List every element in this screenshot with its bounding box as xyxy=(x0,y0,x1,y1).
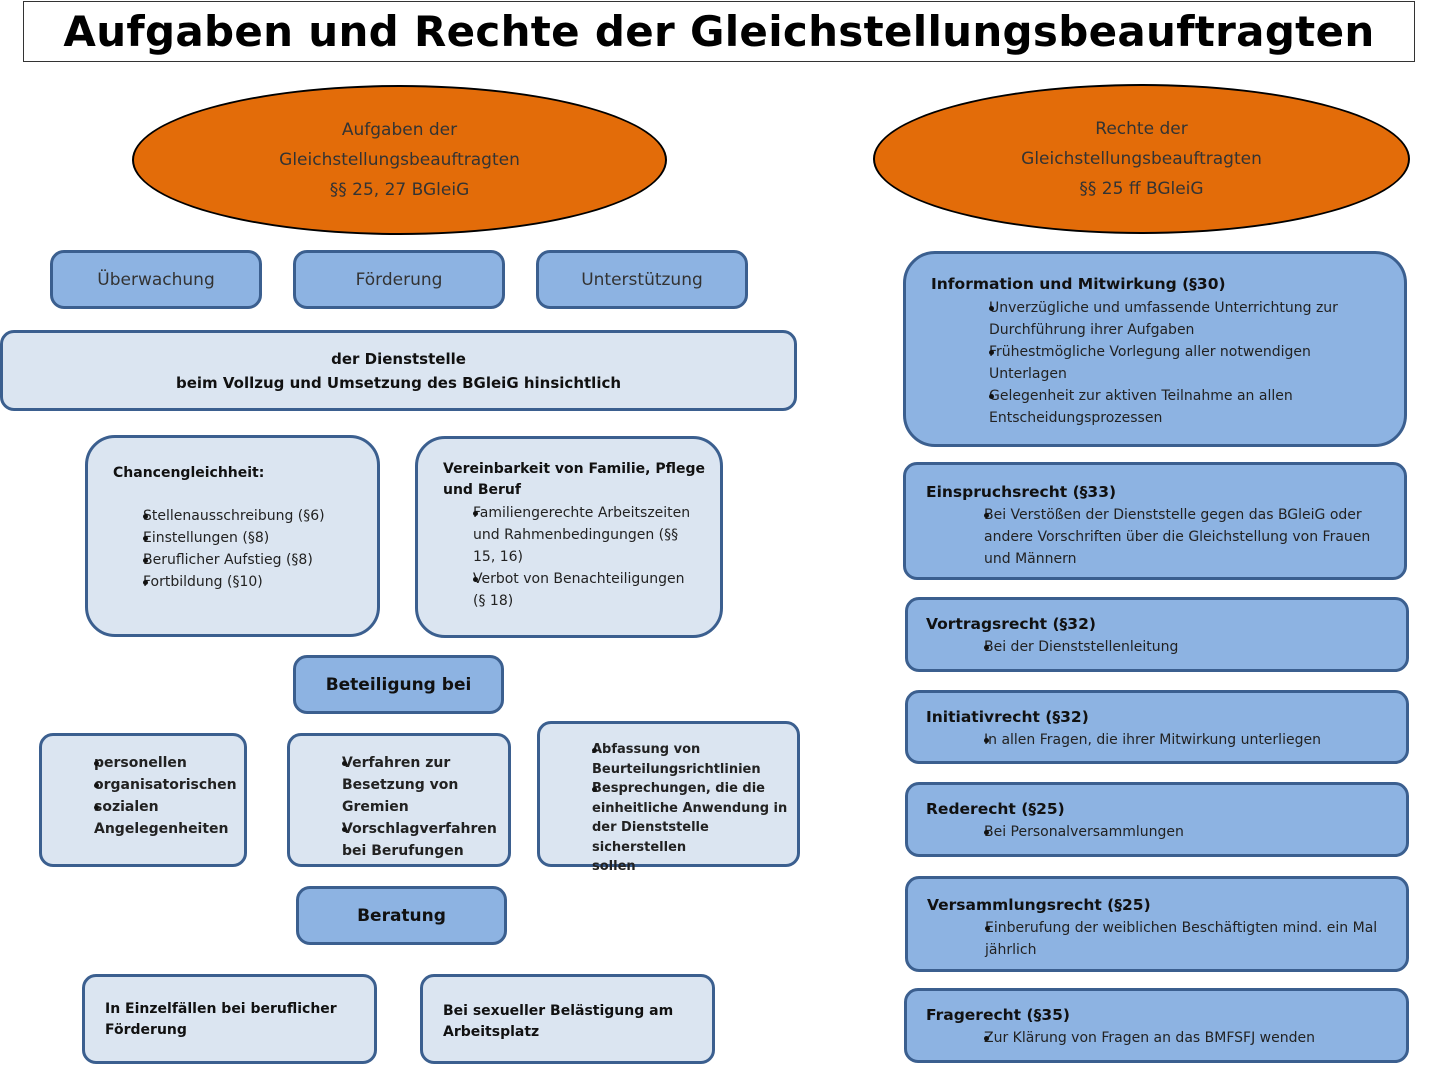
list-item: Familiengerechte Arbeitszeiten und Rahme… xyxy=(438,502,718,568)
beteiligung-box-3: Abfassung von Beurteilungsrichtlinien Be… xyxy=(537,721,800,874)
vereinbarkeit-box: Vereinbarkeit von Familie, Pflege und Be… xyxy=(415,436,723,638)
list-item: Bei Personalversammlungen xyxy=(948,821,1398,843)
category-unterstuetzung: Unterstützung xyxy=(536,250,748,309)
section-title: Initiativrecht (§32) xyxy=(926,708,1089,726)
list-item: personellen xyxy=(58,752,238,774)
list-item: sozialen Angelegenheiten xyxy=(58,796,238,840)
beteiligung-list-1: personellen organisatorischen sozialen A… xyxy=(58,752,238,840)
list-item: Abfassung von Beurteilungsrichtlinien xyxy=(556,740,796,779)
rechte-section-information: Information und Mitwirkung (§30) Unverzü… xyxy=(903,251,1407,447)
page-title: Aufgaben und Rechte der Gleichstellungsb… xyxy=(63,7,1375,56)
section-title: Einspruchsrecht (§33) xyxy=(926,483,1117,501)
list-item: Beruflicher Aufstieg (§8) xyxy=(108,549,368,571)
beratung-box: Beratung xyxy=(296,886,507,945)
list-item: Verbot von Benachteiligungen (§ 18) xyxy=(438,568,718,612)
dienststelle-line: beim Vollzug und Umsetzung des BGleiG hi… xyxy=(175,373,622,392)
rechte-section-einspruch: Einspruchsrecht (§33) Bei Verstößen der … xyxy=(903,462,1407,580)
vereinbarkeit-title: Vereinbarkeit von Familie, Pflege und Be… xyxy=(443,461,705,498)
list-item: Gelegenheit zur aktiven Teilnahme an all… xyxy=(953,385,1393,429)
beteiligung-list-3: Abfassung von Beurteilungsrichtlinien Be… xyxy=(556,740,796,877)
section-title: Rederecht (§25) xyxy=(926,800,1065,818)
beratung-box-2: Bei sexueller Belästigung am Arbeitsplat… xyxy=(420,974,715,1064)
rechte-section-rede: Rederecht (§25) Bei Personalversammlunge… xyxy=(905,782,1409,857)
beratung-label: Beratung xyxy=(357,905,446,926)
list-item: Bei Verstößen der Dienststelle gegen das… xyxy=(948,504,1398,570)
vereinbarkeit-list: Familiengerechte Arbeitszeiten und Rahme… xyxy=(438,502,718,612)
beteiligung-box-1: personellen organisatorischen sozialen A… xyxy=(39,733,247,867)
list-item: Stellenausschreibung (§6) xyxy=(108,505,368,527)
section-list: Bei der Dienststellenleitung xyxy=(948,636,1398,658)
chancengleichheit-box: Chancengleichheit: Stellenausschreibung … xyxy=(85,435,380,637)
section-title: Fragerecht (§35) xyxy=(926,1006,1070,1024)
beratung-text-1: In Einzelfällen bei beruflicher Förderun… xyxy=(105,1001,337,1038)
list-item: Einberufung der weiblichen Beschäftigten… xyxy=(949,917,1399,961)
chancengleichheit-title: Chancengleichheit: xyxy=(113,465,265,481)
list-item: Besprechungen, die die einheitliche Anwe… xyxy=(556,779,796,877)
list-item: Verfahren zur Besetzung von Gremien xyxy=(306,752,506,818)
rechte-ellipse-line: Rechte der xyxy=(1095,119,1188,139)
beratung-box-1: In Einzelfällen bei beruflicher Förderun… xyxy=(82,974,377,1064)
title-box: Aufgaben und Rechte der Gleichstellungsb… xyxy=(23,1,1415,62)
list-item: Vorschlagverfahren bei Berufungen xyxy=(306,818,506,862)
aufgaben-ellipse-line: Gleichstellungsbeauftragten xyxy=(279,150,520,170)
beratung-text-2: Bei sexueller Belästigung am Arbeitsplat… xyxy=(443,1003,674,1040)
section-list: Zur Klärung von Fragen an das BMFSFJ wen… xyxy=(948,1027,1398,1049)
beteiligung-box: Beteiligung bei xyxy=(293,655,504,714)
section-list: In allen Fragen, die ihrer Mitwirkung un… xyxy=(948,729,1398,751)
list-item: Frühestmögliche Vorlegung aller notwendi… xyxy=(953,341,1393,385)
list-item: Zur Klärung von Fragen an das BMFSFJ wen… xyxy=(948,1027,1398,1049)
dienststelle-box: der Dienststelle beim Vollzug und Umsetz… xyxy=(0,330,797,411)
list-item: In allen Fragen, die ihrer Mitwirkung un… xyxy=(948,729,1398,751)
category-ueberwachung: Überwachung xyxy=(50,250,262,309)
rechte-ellipse-line: §§ 25 ff BGleiG xyxy=(1079,179,1204,199)
category-label: Unterstützung xyxy=(581,269,703,290)
rechte-ellipse: Rechte der Gleichstellungsbeauftragten §… xyxy=(873,84,1410,234)
list-item: organisatorischen xyxy=(58,774,238,796)
aufgaben-ellipse-line: Aufgaben der xyxy=(341,120,458,140)
section-list: Einberufung der weiblichen Beschäftigten… xyxy=(949,917,1399,961)
beteiligung-list-2: Verfahren zur Besetzung von Gremien Vors… xyxy=(306,752,506,862)
section-list: Unverzügliche und umfassende Unterrichtu… xyxy=(953,297,1393,429)
list-item: Einstellungen (§8) xyxy=(108,527,368,549)
rechte-section-vortrag: Vortragsrecht (§32) Bei der Dienststelle… xyxy=(905,597,1409,672)
beteiligung-box-2: Verfahren zur Besetzung von Gremien Vors… xyxy=(287,733,511,867)
section-list: Bei Personalversammlungen xyxy=(948,821,1398,843)
list-item: Fortbildung (§10) xyxy=(108,571,368,593)
category-foerderung: Förderung xyxy=(293,250,505,309)
list-item: Unverzügliche und umfassende Unterrichtu… xyxy=(953,297,1393,341)
section-title: Versammlungsrecht (§25) xyxy=(927,896,1151,914)
section-list: Bei Verstößen der Dienststelle gegen das… xyxy=(948,504,1398,570)
chancengleichheit-list: Stellenausschreibung (§6) Einstellungen … xyxy=(108,505,368,593)
category-label: Förderung xyxy=(355,269,443,290)
list-item: Bei der Dienststellenleitung xyxy=(948,636,1398,658)
rechte-section-initiativ: Initiativrecht (§32) In allen Fragen, di… xyxy=(905,690,1409,764)
aufgaben-ellipse: Aufgaben der Gleichstellungsbeauftragten… xyxy=(132,85,667,235)
category-label: Überwachung xyxy=(97,269,215,290)
aufgaben-ellipse-line: §§ 25, 27 BGleiG xyxy=(329,180,470,200)
beteiligung-label: Beteiligung bei xyxy=(325,674,472,695)
rechte-section-frage: Fragerecht (§35) Zur Klärung von Fragen … xyxy=(904,988,1409,1063)
rechte-section-versammlung: Versammlungsrecht (§25) Einberufung der … xyxy=(905,876,1409,972)
rechte-ellipse-line: Gleichstellungsbeauftragten xyxy=(1021,149,1262,169)
section-title: Information und Mitwirkung (§30) xyxy=(931,275,1226,293)
section-title: Vortragsrecht (§32) xyxy=(926,615,1096,633)
dienststelle-line: der Dienststelle xyxy=(331,349,466,368)
